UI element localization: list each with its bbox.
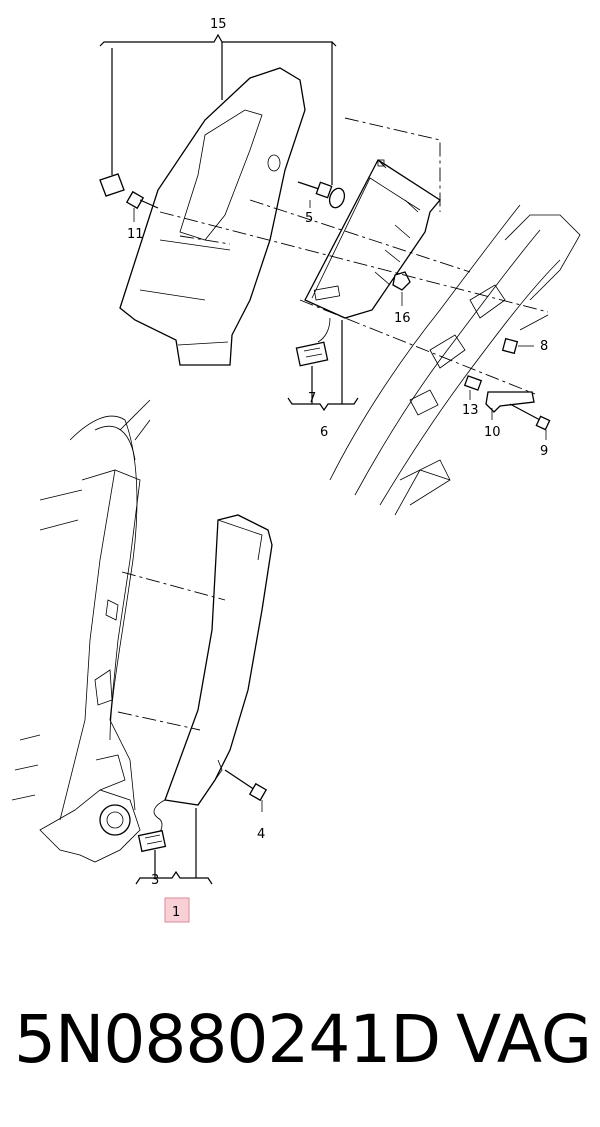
exploded-parts-diagram: 15 11 5 16 8 7 13 6 10 9 4 3 1 [11,17,581,923]
nut-part [392,271,411,291]
callout-1-highlight [164,897,190,923]
screw-part [125,190,159,210]
airbag-connector-part [295,341,329,367]
alignment-lines-top [159,117,549,395]
callout-1: 1 [172,905,180,920]
bracket-part [501,337,519,355]
screw-part [509,403,551,431]
callout-4: 4 [257,827,265,842]
leader-lines-top [133,200,547,440]
group-bracket-1 [135,808,213,885]
callout-6: 6 [320,425,328,440]
group-bracket-6 [287,320,359,412]
callout-5: 5 [305,211,313,226]
callout-16: 16 [394,311,411,326]
callout-7: 7 [308,391,316,406]
alignment-lines-bottom [117,571,226,731]
callout-15: 15 [210,17,227,32]
car-body-pillar [329,204,581,516]
backrest-cover-part [119,67,306,366]
airbag-connector-part [137,829,167,853]
callout-13: 13 [462,403,479,418]
screw-part [224,769,268,802]
footer: 5N0880241D VAG [0,1000,600,1090]
grommet-part [267,154,346,209]
callout-11: 11 [127,227,144,242]
side-airbag-module [304,159,441,343]
seat-frame [11,399,151,863]
group-bracket-15 [99,33,337,185]
part-number: 5N0880241D [14,1001,441,1078]
callout-10: 10 [484,425,501,440]
mounting-bracket-part [485,391,535,413]
side-airbag-part [153,514,273,839]
callout-3: 3 [151,873,159,888]
screw-part [297,181,333,199]
cap-part [99,173,125,197]
callout-9: 9 [540,444,548,459]
callout-8: 8 [540,339,548,354]
brand-name: VAG [456,1001,593,1078]
spacer-part [463,375,483,391]
